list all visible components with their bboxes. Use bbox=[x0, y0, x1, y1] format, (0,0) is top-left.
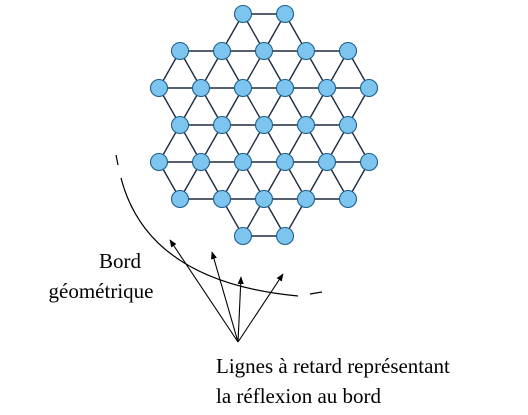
lattice-node-r1-0 bbox=[170, 41, 190, 61]
lattice-node-r3-4 bbox=[338, 115, 358, 135]
delay-arrow-4 bbox=[237, 273, 284, 343]
lattice-node-r1-4 bbox=[338, 41, 358, 61]
lattice-node-r6-0 bbox=[233, 226, 253, 246]
lattice-node-r5-4 bbox=[338, 189, 358, 209]
border-label-line-2: géométrique bbox=[49, 279, 154, 303]
lattice-node-r5-0 bbox=[170, 189, 190, 209]
lattice-node-r2-4 bbox=[317, 78, 337, 98]
lattice-node-r4-3 bbox=[275, 152, 295, 172]
delay-arrow-1 bbox=[169, 239, 239, 343]
lattice-node-r3-3 bbox=[296, 115, 316, 135]
delay-lines-label-line-2: la réflexion au bord bbox=[216, 384, 382, 408]
lattice-node-r2-5 bbox=[359, 78, 379, 98]
lattice-node-r1-3 bbox=[296, 41, 316, 61]
border-dash-top bbox=[115, 154, 119, 166]
lattice-node-r4-5 bbox=[359, 152, 379, 172]
lattice-node-r2-3 bbox=[275, 78, 295, 98]
lattice-node-r4-0 bbox=[149, 152, 169, 172]
delay-lines-label-line-1: Lignes à retard représentant bbox=[216, 354, 450, 378]
lattice-node-r1-1 bbox=[212, 41, 232, 61]
lattice-node-r3-0 bbox=[170, 115, 190, 135]
lattice-node-r4-2 bbox=[233, 152, 253, 172]
delay-line-arrows bbox=[169, 239, 284, 343]
lattice-node-r3-1 bbox=[212, 115, 232, 135]
lattice-node-r4-1 bbox=[191, 152, 211, 172]
lattice-node-r0-1 bbox=[275, 4, 295, 24]
lattice-node-r5-3 bbox=[296, 189, 316, 209]
delay-arrow-3 bbox=[237, 276, 244, 343]
border-label-line-1: Bord bbox=[99, 249, 142, 273]
lattice-node-r1-2 bbox=[254, 41, 274, 61]
lattice-node-r2-0 bbox=[149, 78, 169, 98]
lattice-node-r0-0 bbox=[233, 4, 253, 24]
border-dash-bottom bbox=[309, 291, 323, 295]
delay-arrow-2 bbox=[210, 251, 239, 343]
lattice-node-r6-1 bbox=[275, 226, 295, 246]
lattice-node-r2-1 bbox=[191, 78, 211, 98]
lattice-nodes bbox=[149, 4, 379, 246]
lattice-node-r3-2 bbox=[254, 115, 274, 135]
lattice-node-r5-1 bbox=[212, 189, 232, 209]
lattice-node-r2-2 bbox=[233, 78, 253, 98]
lattice-node-r4-4 bbox=[317, 152, 337, 172]
geometric-border-arc bbox=[120, 177, 299, 297]
lattice-node-r5-2 bbox=[254, 189, 274, 209]
